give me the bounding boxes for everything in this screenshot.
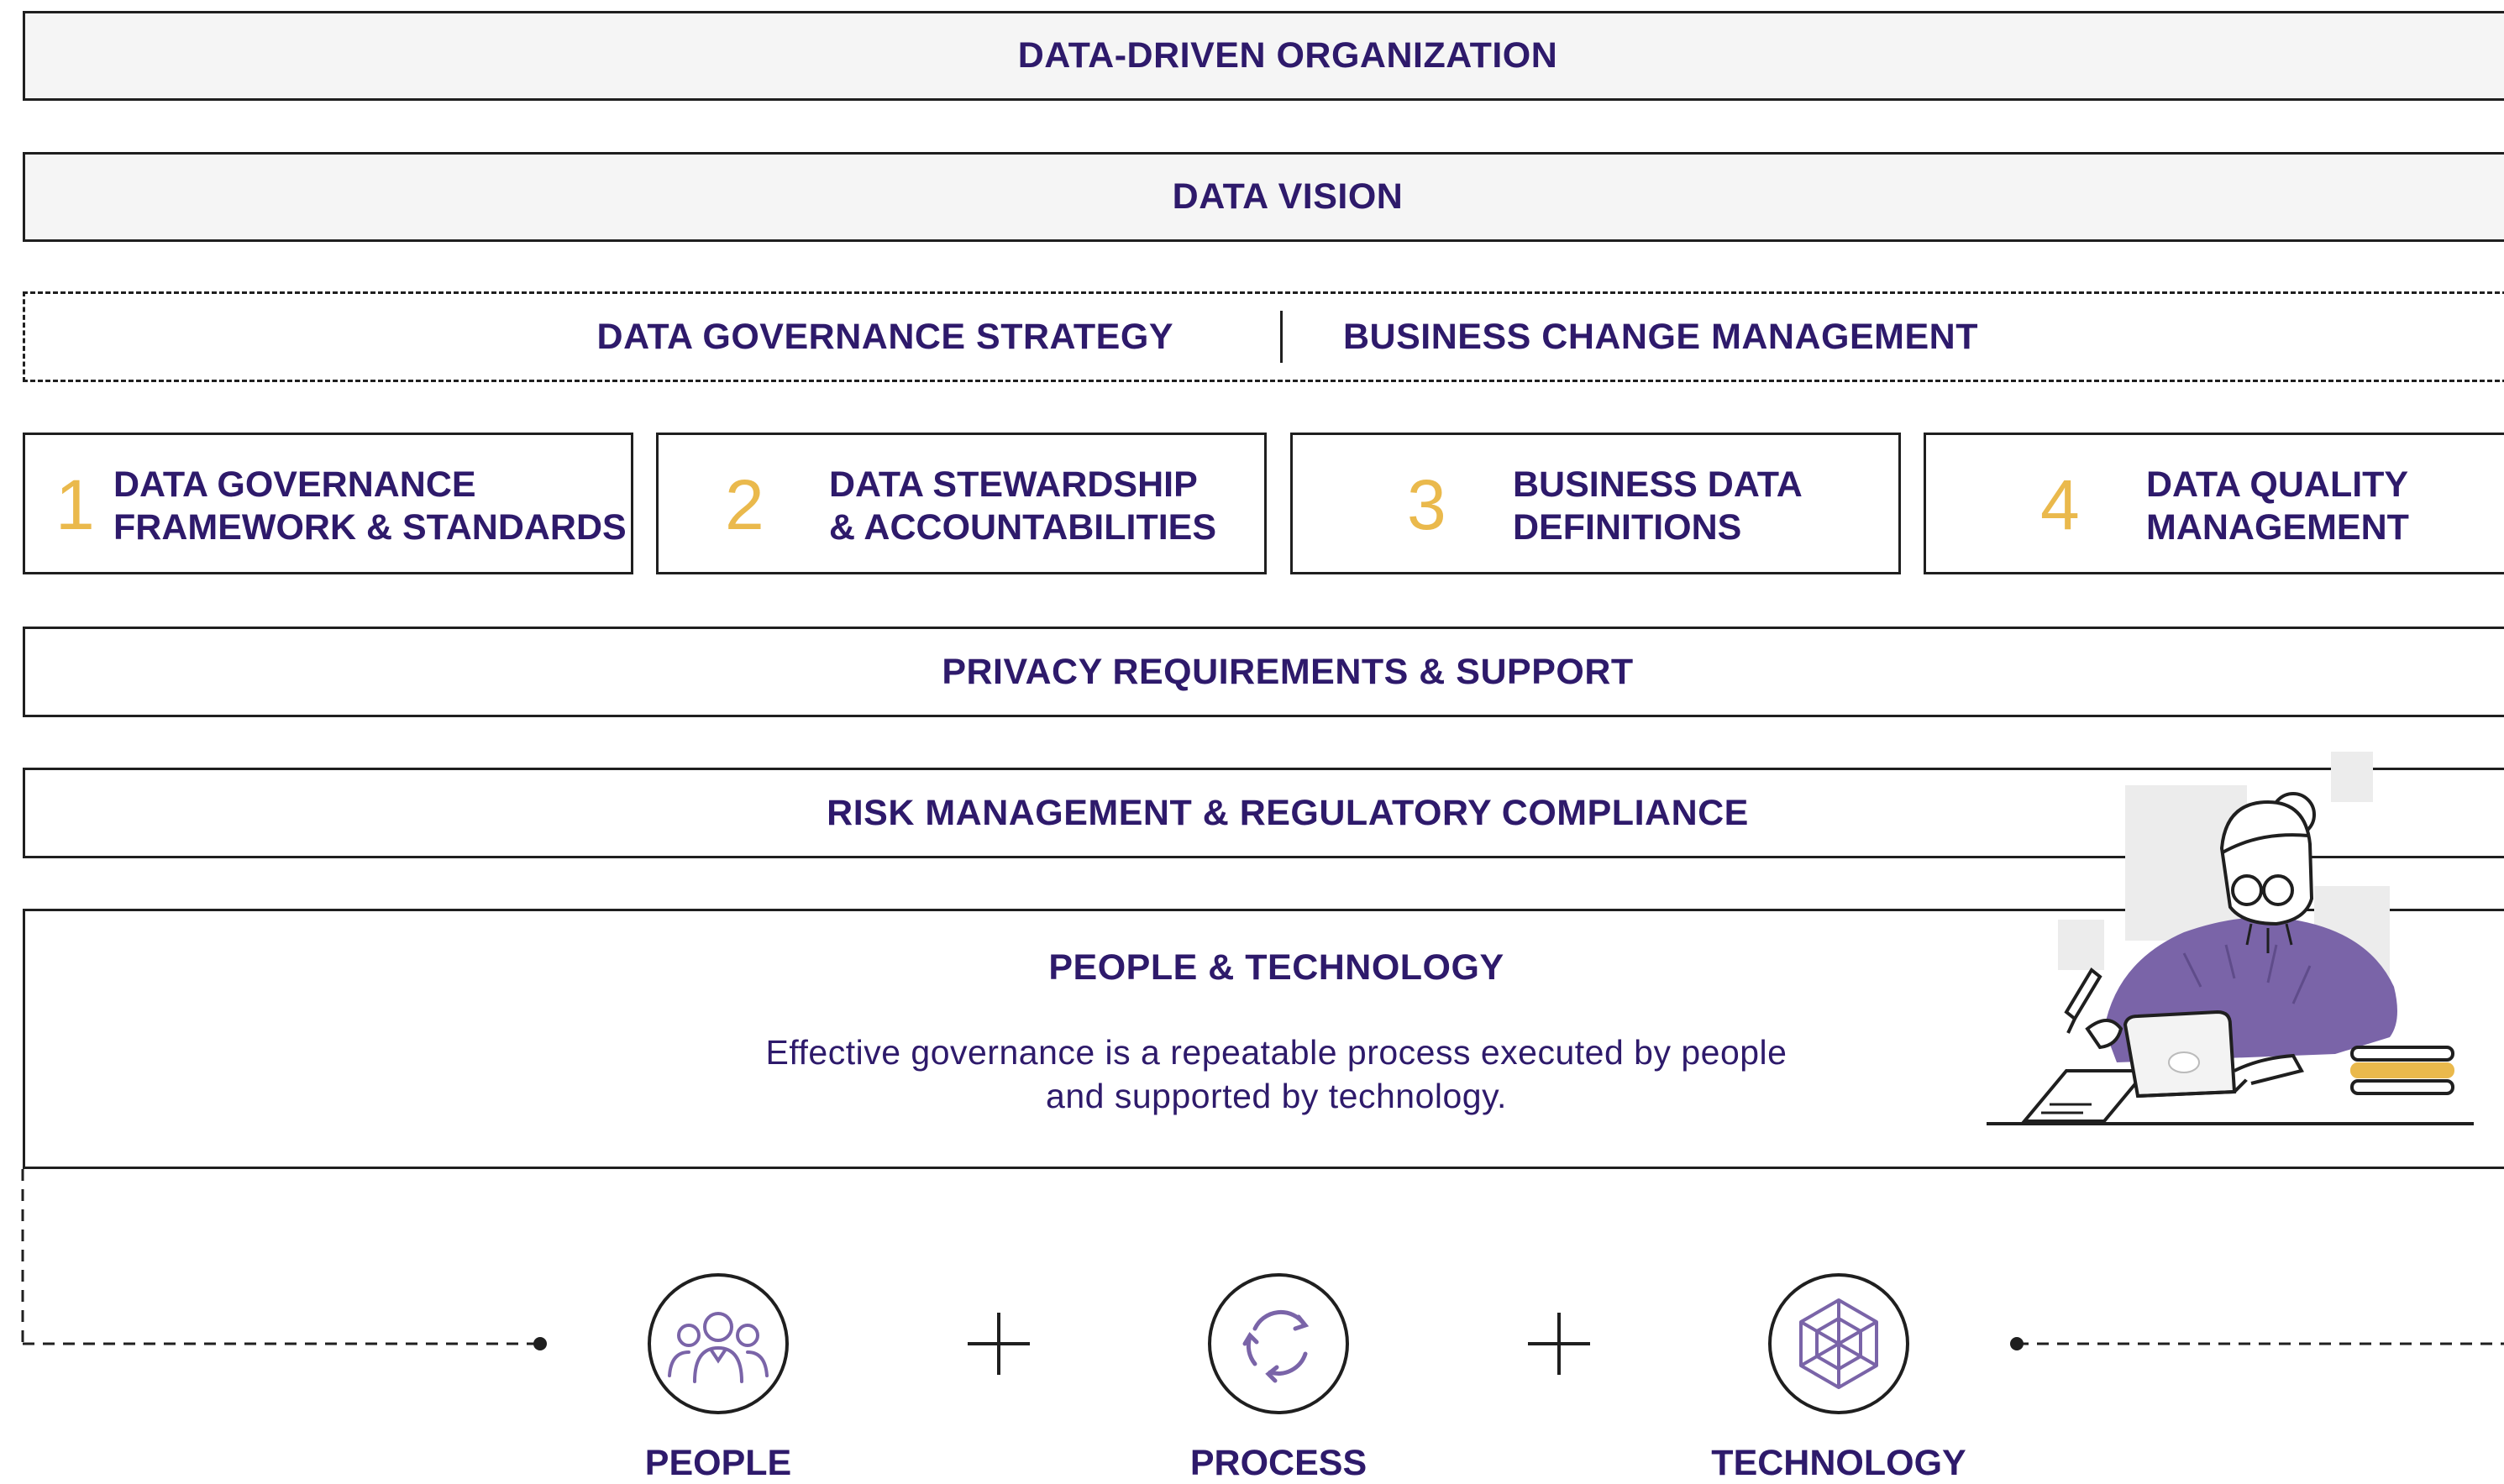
pillar-title-line2: MANAGEMENT	[2146, 507, 2409, 548]
data-driven-organization-box: DATA-DRIVEN ORGANIZATION	[23, 11, 2504, 101]
process-cycle-icon	[1242, 1309, 1310, 1383]
process-circle	[1208, 1273, 1349, 1414]
plus-icon	[1528, 1313, 1590, 1375]
strategy-divider	[1280, 311, 1283, 363]
plus-icon	[968, 1313, 1030, 1375]
business-change-management-label: BUSINESS CHANGE MANAGEMENT	[1343, 316, 1978, 357]
data-driven-organization-label: DATA-DRIVEN ORGANIZATION	[1017, 35, 1558, 76]
pillar-number: 3	[1407, 465, 1446, 544]
pillar-title-line1: DATA STEWARDSHIP	[829, 464, 1198, 505]
people-icon	[668, 1312, 769, 1383]
privacy-label: PRIVACY REQUIREMENTS & SUPPORT	[942, 651, 1634, 692]
risk-box: RISK MANAGEMENT & REGULATORY COMPLIANCE	[23, 768, 2504, 858]
people-technology-title: PEOPLE & TECHNOLOGY	[1048, 947, 1504, 988]
pillar-title-line1: DATA GOVERNANCE	[113, 464, 476, 505]
pillar-number: 4	[2040, 465, 2080, 544]
technology-circle	[1768, 1273, 1909, 1414]
people-caption: PEOPLE	[644, 1443, 792, 1483]
data-vision-box: DATA VISION	[23, 152, 2504, 242]
privacy-box: PRIVACY REQUIREMENTS & SUPPORT	[23, 627, 2504, 717]
pillar-title-line1: BUSINESS DATA	[1513, 464, 1803, 505]
pillar-title-line2: FRAMEWORK & STANDARDS	[113, 507, 627, 548]
technology-caption: TECHNOLOGY	[1711, 1443, 1966, 1483]
description-line-2: and supported by technology.	[1046, 1077, 1507, 1115]
process-caption: PROCESS	[1189, 1443, 1367, 1483]
pillar-title-line2: & ACCOUNTABILITIES	[829, 507, 1217, 548]
data-vision-label: DATA VISION	[1172, 176, 1404, 217]
people-technology-description: Effective governance is a repeatable pro…	[0, 1030, 2504, 1118]
data-governance-strategy-label: DATA GOVERNANCE STRATEGY	[596, 316, 1173, 357]
pillar-title-line1: DATA QUALITY	[2146, 464, 2409, 505]
pillar-number: 1	[55, 465, 95, 544]
strategy-box: DATA GOVERNANCE STRATEGY BUSINESS CHANGE…	[23, 291, 2504, 382]
pillar-number: 2	[725, 465, 764, 544]
technology-hexagon-icon	[1799, 1298, 1878, 1389]
risk-label: RISK MANAGEMENT & REGULATORY COMPLIANCE	[827, 792, 1749, 833]
description-line-1: Effective governance is a repeatable pro…	[765, 1033, 1787, 1072]
pillar-2: 2 DATA STEWARDSHIP & ACCOUNTABILITIES	[656, 433, 1267, 574]
pillar-4: 4 DATA QUALITY MANAGEMENT	[1924, 433, 2504, 574]
pillar-title-line2: DEFINITIONS	[1513, 507, 1742, 548]
pillar-3: 3 BUSINESS DATA DEFINITIONS	[1290, 433, 1901, 574]
person-at-laptop-illustration	[1987, 752, 2474, 1125]
people-technology-box	[23, 909, 2504, 1169]
people-circle	[648, 1273, 789, 1414]
pillar-1: 1 DATA GOVERNANCE FRAMEWORK & STANDARDS	[23, 433, 633, 574]
